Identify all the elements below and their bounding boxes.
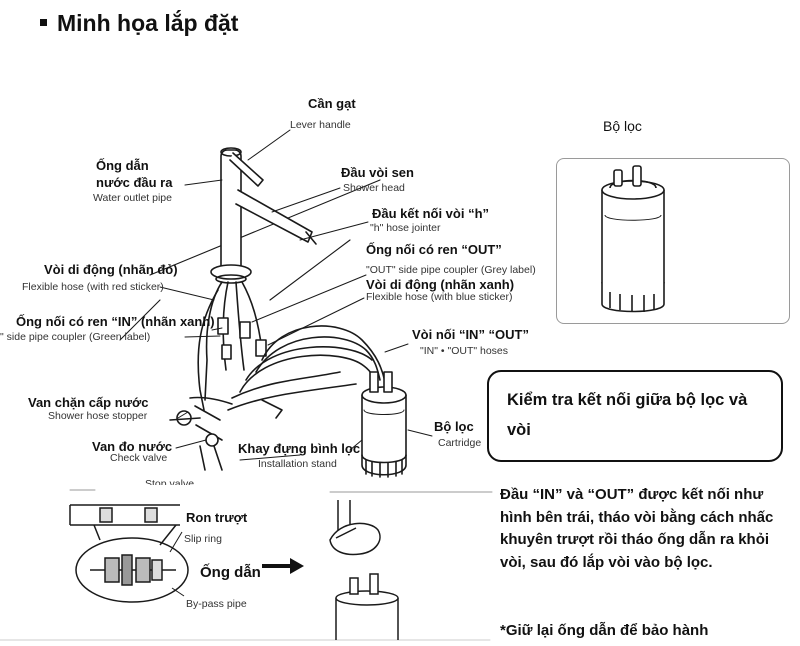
filter-panel [556,158,790,324]
label-out-coupler-vn: Ống nối có ren “OUT” [366,242,502,257]
label-stopper-vn: Van chặn cấp nước [28,395,149,410]
slip-ring-detail [69,504,189,603]
label-out-coupler-en: "OUT" side pipe coupler (Grey label) [366,264,536,276]
label-hjoint-en: "h" hose jointer [370,222,441,234]
callout-box [487,370,783,462]
label-outlet-vn-2: nước đầu ra [96,175,173,190]
label-in-coupler-en: " side pipe coupler (Green label) [0,331,151,343]
label-shower-en: Shower head [343,182,405,194]
label-bypass-vn: Ống dẫn [200,564,261,581]
label-red-hose-vn: Vòi di động (nhãn đỏ) [44,262,178,277]
label-red-hose-en: Flexible hose (with red sticker) [22,281,164,293]
label-cartridge-en: Cartridge [438,437,482,449]
label-lever-vn: Cần gạt [308,96,356,111]
label-in-coupler-vn: Ống nối có ren “IN” (nhãn xanh) [16,314,215,329]
page-title-text: Minh họa lắp đặt [57,10,239,36]
label-ring-vn: Ron trượt [186,510,248,525]
label-stop-valve-partial: Stop valve [145,478,195,485]
label-blue-hose-en: Flexible hose (with blue sticker) [366,291,513,303]
label-inout-vn: Vòi nối “IN” “OUT” [412,327,529,342]
filter-panel-title: Bộ lọc [603,118,642,134]
callout-text: Kiểm tra kết nối giữa bộ lọc và vòi [507,391,748,439]
cartridge-main [361,371,407,478]
page-title: Minh họa lắp đặt [40,10,238,37]
label-inout-en: "IN" • "OUT" hoses [420,345,509,357]
bullet-icon [40,19,47,27]
label-ring-en: Slip ring [184,533,222,545]
in-out-hoses [227,325,385,411]
hand-connect-detail [329,500,399,640]
label-outlet-en: Water outlet pipe [93,192,172,204]
leader-lines [159,129,433,449]
instructions-paragraph: Đầu “IN” và “OUT” được kết nối như hình … [500,486,774,571]
label-shower-vn: Đầu vòi sen [341,165,414,180]
valves [169,396,283,471]
label-stand-vn: Khay đựng bình lọc [238,441,361,456]
label-outlet-vn-1: Ống dẫn [96,158,149,173]
label-check-vn: Van đo nước [92,439,173,454]
label-bypass-en: By-pass pipe [186,598,247,610]
label-blue-hose-vn: Vòi di động (nhãn xanh) [366,277,515,292]
label-cartridge-vn: Bộ lọc [434,419,474,434]
label-hjoint-vn: Đầu kết nối vòi “h” [372,206,490,221]
arrow-head-icon [290,558,304,574]
label-stand-en: Installation stand [258,458,337,470]
warranty-note: *Giữ lại ống dẫn để bảo hành [500,622,709,639]
faucet-hoses [197,281,267,411]
label-check-en: Check valve [110,452,168,464]
faucet [210,147,317,284]
label-stopper-en: Shower hose stopper [48,410,148,422]
label-lever-en: Lever handle [290,119,351,131]
